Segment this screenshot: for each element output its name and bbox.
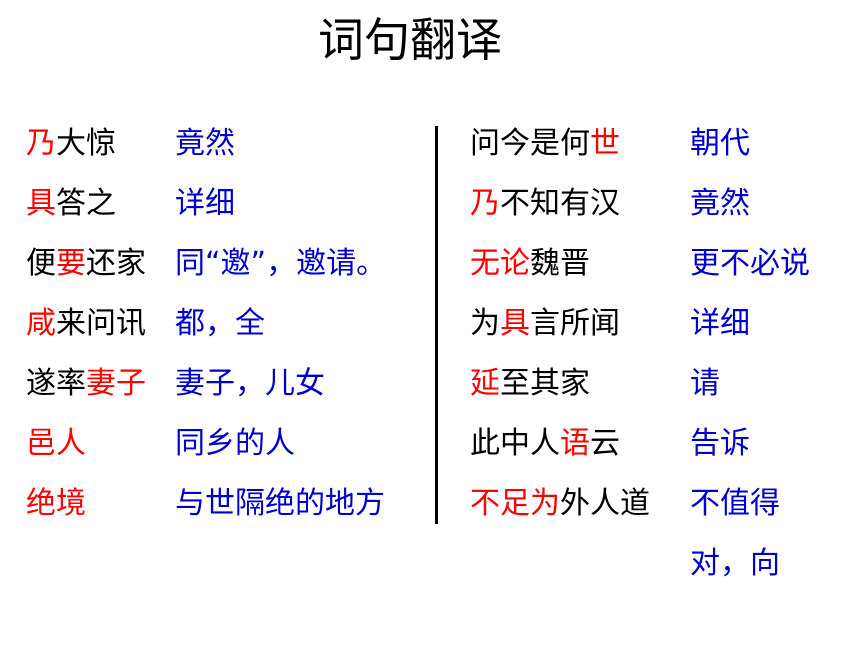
- highlighted-word: 乃: [470, 186, 500, 221]
- right-meaning-1: 竟然: [690, 186, 750, 221]
- left-meaning-5: 同乡的人: [175, 426, 295, 461]
- highlighted-word: 要: [56, 246, 86, 281]
- left-term-4: 遂率妻子: [26, 364, 146, 404]
- right-term-3: 为具言所闻: [470, 304, 620, 344]
- left-meaning-1: 详细: [175, 186, 235, 221]
- right-meaning-6: 不值得: [690, 486, 780, 521]
- term-text: 外人道: [560, 486, 650, 521]
- right-term-6: 不足为外人道: [470, 484, 650, 524]
- term-text: 此中人: [470, 426, 560, 461]
- left-meaning-3: 都，全: [175, 306, 265, 341]
- highlighted-word: 世: [590, 126, 620, 161]
- right-meaning-4: 请: [690, 366, 720, 401]
- highlighted-word: 咸: [26, 306, 56, 341]
- highlighted-word: 乃: [26, 126, 56, 161]
- left-term-1: 具答之: [26, 184, 116, 224]
- right-term-0: 问今是何世: [470, 124, 620, 164]
- term-text: 还家: [86, 246, 146, 281]
- term-text: 来问讯: [56, 306, 146, 341]
- left-term-0: 乃大惊: [26, 124, 116, 164]
- left-term-5: 邑人: [26, 424, 86, 464]
- right-meaning-3: 详细: [690, 306, 750, 341]
- left-term-2: 便要还家: [26, 244, 146, 284]
- term-text: 答之: [56, 186, 116, 221]
- highlighted-word: 具: [500, 306, 530, 341]
- highlighted-word: 延: [470, 366, 500, 401]
- highlighted-word: 邑人: [26, 426, 86, 461]
- right-meaning-2: 更不必说: [690, 246, 810, 281]
- term-text: 云: [590, 426, 620, 461]
- highlighted-word: 绝境: [26, 486, 86, 521]
- left-meaning-2: 同“邀”，邀请。: [175, 246, 387, 281]
- left-term-3: 咸来问讯: [26, 304, 146, 344]
- term-text: 大惊: [56, 126, 116, 161]
- right-term-1: 乃不知有汉: [470, 184, 620, 224]
- page-title: 词句翻译: [318, 13, 502, 67]
- term-text: 魏晋: [530, 246, 590, 281]
- right-meaning-5: 告诉: [690, 426, 750, 461]
- left-meaning-6: 与世隔绝的地方: [175, 486, 385, 521]
- right-term-5: 此中人语云: [470, 424, 620, 464]
- left-meaning-0: 竟然: [175, 126, 235, 161]
- right-term-2: 无论魏晋: [470, 244, 590, 284]
- term-text: 便: [26, 246, 56, 281]
- right-term-4: 延至其家: [470, 364, 590, 404]
- term-text: 言所闻: [530, 306, 620, 341]
- term-text: 不知有汉: [500, 186, 620, 221]
- column-divider: [435, 126, 438, 524]
- left-term-6: 绝境: [26, 484, 86, 524]
- highlighted-word: 无论: [470, 246, 530, 281]
- left-meaning-4: 妻子，儿女: [175, 366, 325, 401]
- term-text: 问今是何: [470, 126, 590, 161]
- highlighted-word: 不足为: [470, 486, 560, 521]
- highlighted-word: 语: [560, 426, 590, 461]
- right-meaning-7: 对，向: [690, 546, 780, 581]
- highlighted-word: 妻子: [86, 366, 146, 401]
- term-text: 至其家: [500, 366, 590, 401]
- term-text: 遂率: [26, 366, 86, 401]
- right-meaning-0: 朝代: [690, 126, 750, 161]
- highlighted-word: 具: [26, 186, 56, 221]
- term-text: 为: [470, 306, 500, 341]
